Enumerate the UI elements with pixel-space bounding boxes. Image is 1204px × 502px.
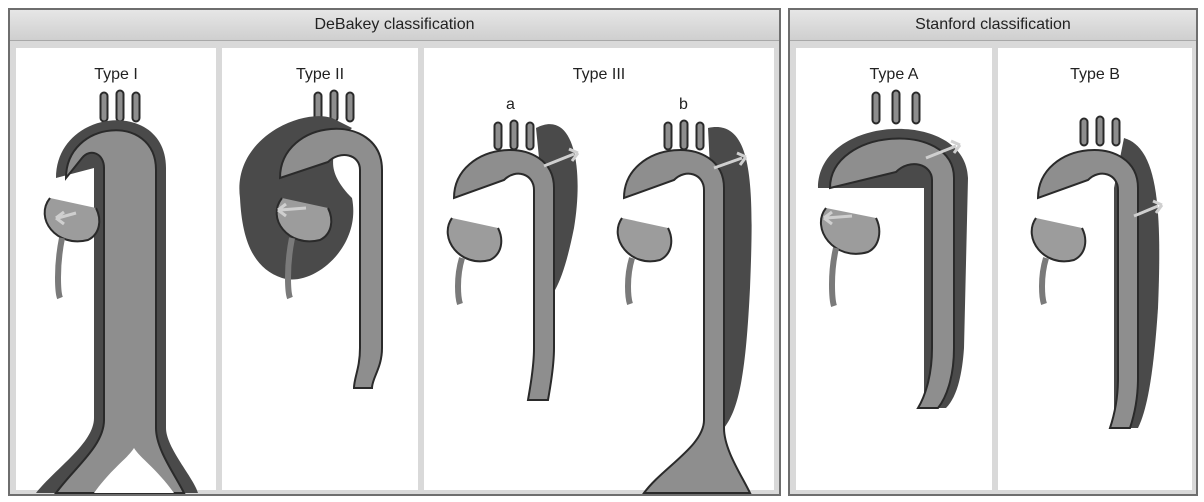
debakey-group: DeBakey classification Type I Type II [8, 8, 781, 496]
panel-type-b: Type B [998, 48, 1192, 490]
type-2-illustration [222, 48, 418, 494]
type-3-illustration [424, 48, 774, 494]
type-b-illustration [998, 48, 1192, 494]
type-1-illustration [16, 48, 216, 494]
stanford-header: Stanford classification [790, 10, 1196, 41]
panel-type-a: Type A [796, 48, 992, 490]
panel-type-2: Type II [222, 48, 418, 490]
panel-type-3: Type III a b [424, 48, 774, 490]
debakey-header: DeBakey classification [10, 10, 779, 41]
type-a-illustration [796, 48, 992, 494]
panel-type-1: Type I [16, 48, 216, 490]
stanford-group: Stanford classification Type A Type B [788, 8, 1198, 496]
